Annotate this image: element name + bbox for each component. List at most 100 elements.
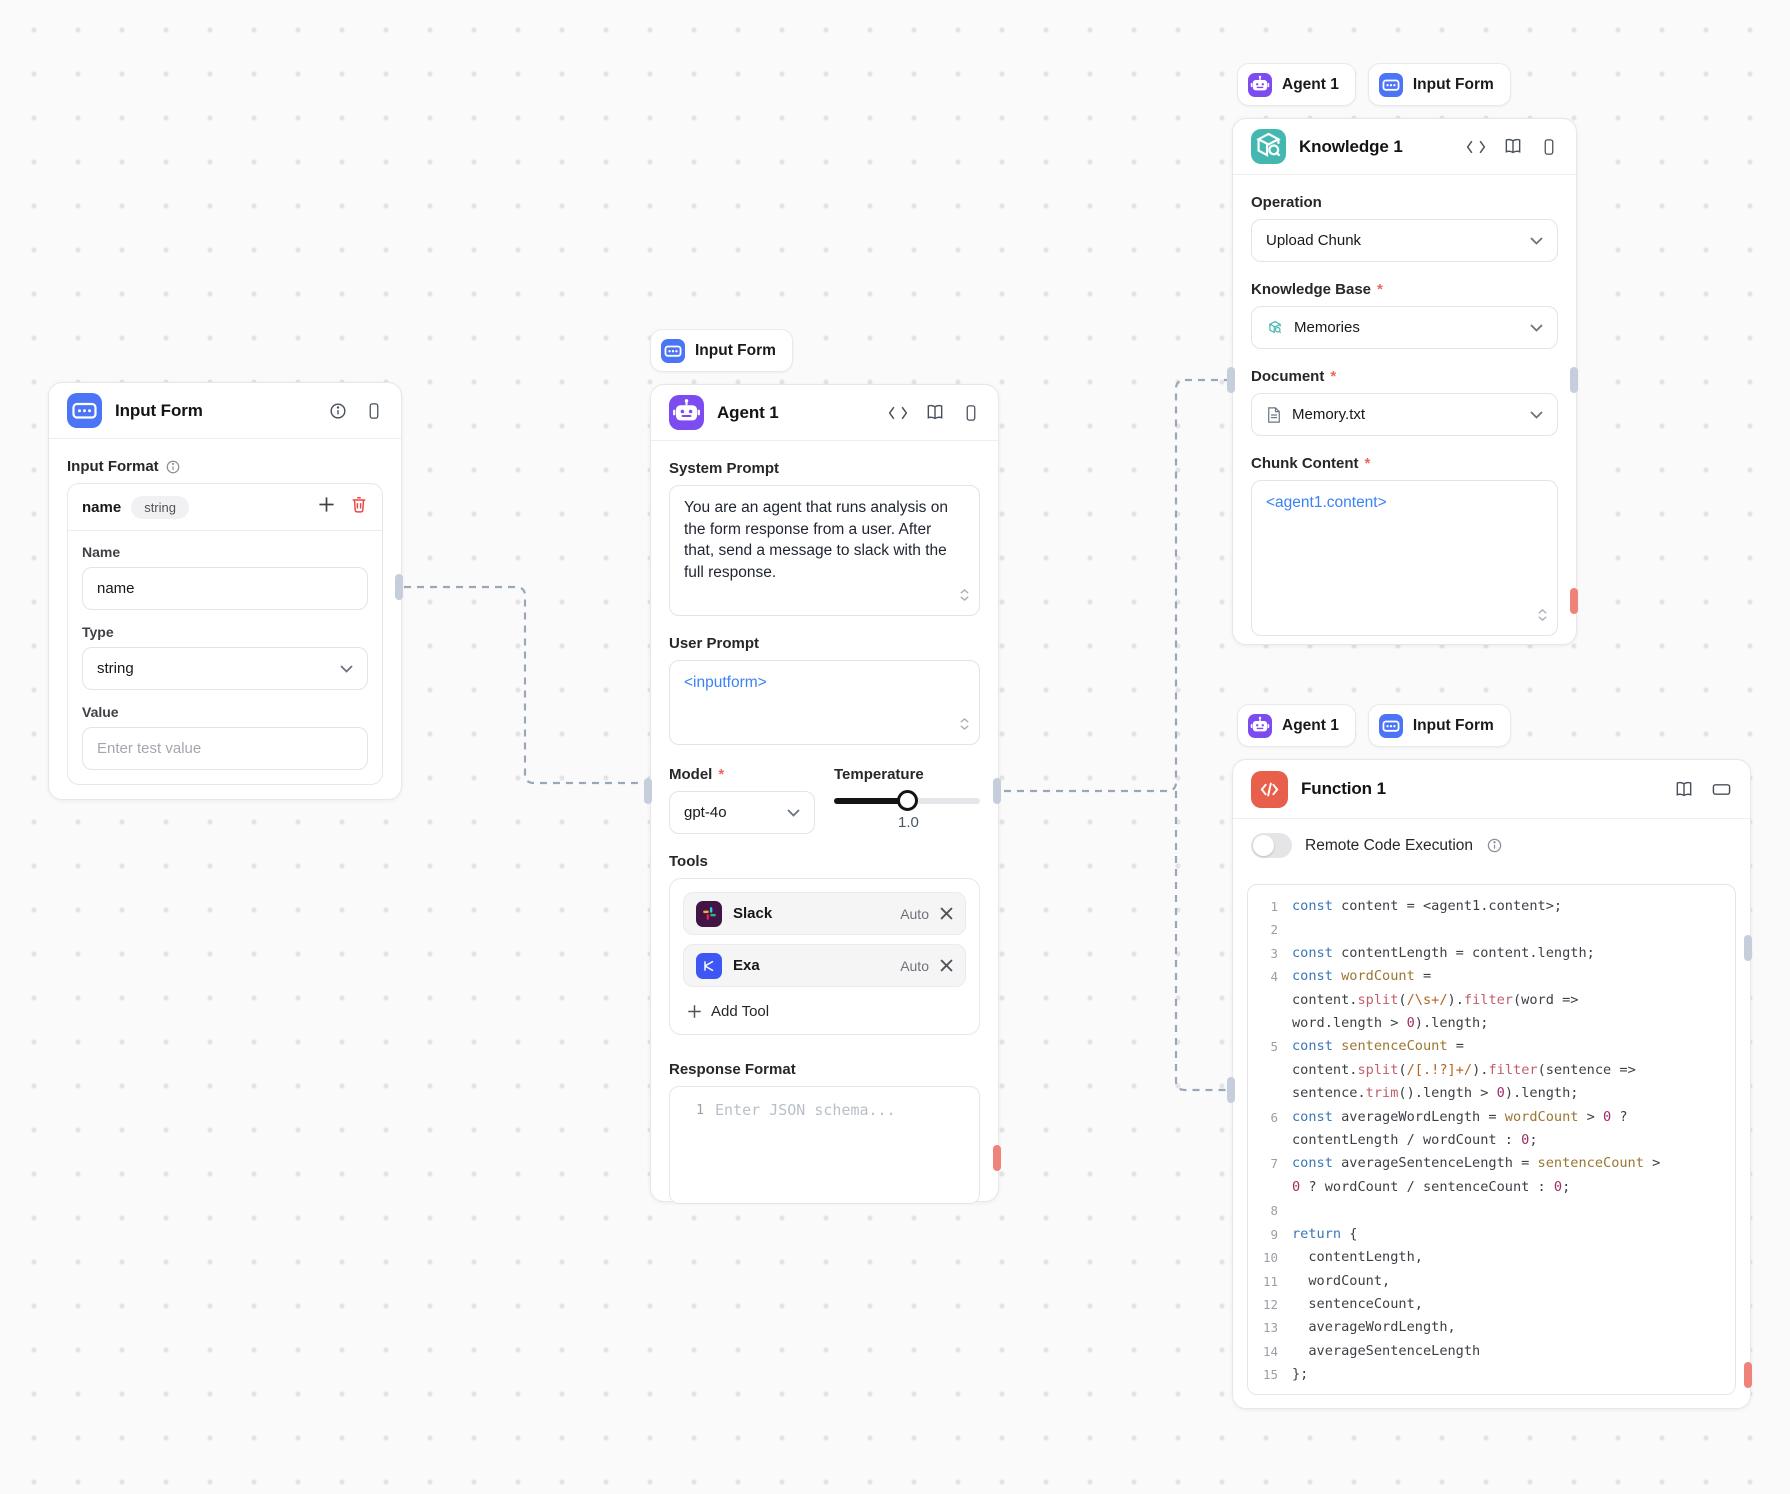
tool-row-exa[interactable]: Exa Auto xyxy=(683,944,966,987)
phone-icon[interactable] xyxy=(365,400,383,422)
plus-icon xyxy=(687,1004,702,1019)
book-icon[interactable] xyxy=(1674,780,1694,799)
remove-tool-icon[interactable] xyxy=(940,959,953,972)
knowledge-source-chips: Agent 1 Input Form xyxy=(1237,63,1511,106)
slack-icon xyxy=(696,900,722,927)
phone-icon[interactable] xyxy=(1540,136,1558,158)
value-label: Value xyxy=(82,704,119,720)
code-line: content.split(/\s+/).filter(word => xyxy=(1292,991,1579,1008)
chunk-content-label: Chunk Content* xyxy=(1251,455,1371,472)
code-line: const wordCount = xyxy=(1292,968,1432,985)
tool-name: Slack xyxy=(733,905,773,922)
chevron-down-icon xyxy=(787,808,800,817)
agent-icon xyxy=(1248,72,1272,97)
knowledge-header[interactable]: Knowledge 1 xyxy=(1233,119,1576,175)
info-icon[interactable] xyxy=(165,459,181,475)
node-title: Agent 1 xyxy=(717,402,779,422)
code-line: const contentLength = content.length; xyxy=(1292,944,1595,961)
value-input[interactable] xyxy=(97,740,353,757)
operation-select[interactable]: Upload Chunk xyxy=(1251,219,1558,262)
code-line: sentence.trim().length > 0).length; xyxy=(1292,1085,1579,1102)
edge-agent-to-knowledge xyxy=(1004,378,1228,793)
field-group: name string Name Type string xyxy=(67,483,383,785)
chip-input-form[interactable]: Input Form xyxy=(1367,704,1511,747)
port-knowledge-input[interactable] xyxy=(1227,367,1235,393)
line-number: 14 xyxy=(1262,1343,1278,1359)
chip-agent-1[interactable]: Agent 1 xyxy=(1237,704,1356,747)
chevron-down-icon xyxy=(1530,323,1543,332)
port-agent-output[interactable] xyxy=(993,778,1001,804)
code-line: wordCount, xyxy=(1292,1272,1391,1289)
tool-mode[interactable]: Auto xyxy=(900,957,929,974)
user-prompt-textarea[interactable]: <inputform> xyxy=(669,660,980,745)
code-line: averageWordLength, xyxy=(1292,1319,1456,1336)
port-function-output[interactable] xyxy=(1744,935,1752,961)
port-function-input[interactable] xyxy=(1227,1077,1235,1103)
slider-knob[interactable] xyxy=(897,790,919,811)
model-select[interactable]: gpt-4o xyxy=(669,791,815,834)
line-number: 4 xyxy=(1270,969,1278,985)
type-select[interactable]: string xyxy=(82,647,368,690)
knowledge-node[interactable]: Knowledge 1 Operation Upload Chunk Knowl… xyxy=(1232,118,1577,645)
knowledge-base-label: Knowledge Base* xyxy=(1251,281,1383,298)
resize-icon[interactable] xyxy=(1537,608,1548,627)
response-format-editor[interactable]: 1 Enter JSON schema... xyxy=(669,1086,980,1204)
knowledge-base-select[interactable]: Memories xyxy=(1251,306,1558,349)
port-knowledge-error[interactable] xyxy=(1570,588,1578,614)
chip-agent-1[interactable]: Agent 1 xyxy=(1237,63,1356,106)
type-label: Type xyxy=(82,624,114,640)
field-group-header[interactable]: name string xyxy=(68,484,382,531)
port-function-error[interactable] xyxy=(1744,1362,1752,1388)
document-select[interactable]: Memory.txt xyxy=(1251,393,1558,436)
chip-input-form[interactable]: Input Form xyxy=(1367,63,1511,106)
remote-code-execution-row: Remote Code Execution xyxy=(1251,833,1732,858)
remove-tool-icon[interactable] xyxy=(940,907,953,920)
chip-input-form[interactable]: Input Form xyxy=(650,329,793,372)
input-form-header[interactable]: Input Form xyxy=(49,383,401,439)
add-field-icon[interactable] xyxy=(318,496,335,518)
add-tool-button[interactable]: Add Tool xyxy=(683,996,966,1021)
book-icon[interactable] xyxy=(925,403,945,422)
name-input[interactable] xyxy=(97,580,353,597)
chunk-content-textarea[interactable]: <agent1.content> xyxy=(1251,480,1558,636)
input-form-node[interactable]: Input Form Input Format name string xyxy=(48,382,402,800)
model-label: Model* xyxy=(669,766,725,783)
port-inputform-output[interactable] xyxy=(395,574,403,600)
system-prompt-textarea[interactable]: You are an agent that runs analysis on t… xyxy=(669,485,980,616)
tool-row-slack[interactable]: Slack Auto xyxy=(683,892,966,935)
response-format-placeholder: Enter JSON schema... xyxy=(715,1101,896,1119)
input-format-label: Input Format xyxy=(67,458,383,475)
line-number: 8 xyxy=(1270,1203,1278,1219)
delete-field-icon[interactable] xyxy=(350,495,368,519)
code-icon[interactable] xyxy=(888,405,908,421)
agent-icon xyxy=(1248,713,1272,738)
code-icon[interactable] xyxy=(1466,139,1486,155)
system-prompt-label: System Prompt xyxy=(669,460,780,477)
resize-icon[interactable] xyxy=(959,588,970,607)
line-number: 6 xyxy=(1270,1109,1278,1125)
info-icon[interactable] xyxy=(328,401,348,421)
line-number: 9 xyxy=(1270,1226,1278,1242)
info-icon[interactable] xyxy=(1486,837,1503,854)
port-agent-input[interactable] xyxy=(644,778,652,804)
phone-icon[interactable] xyxy=(962,402,980,424)
line-number: 13 xyxy=(1262,1320,1278,1336)
code-line: const averageWordLength = wordCount > 0 … xyxy=(1292,1108,1628,1125)
agent-node[interactable]: Agent 1 System Prompt You are an agent t… xyxy=(650,384,999,1204)
resize-icon[interactable] xyxy=(959,717,970,736)
agent-header[interactable]: Agent 1 xyxy=(651,385,998,441)
port-agent-error[interactable] xyxy=(993,1145,1001,1171)
port-knowledge-output[interactable] xyxy=(1570,367,1578,393)
window-icon[interactable] xyxy=(1711,781,1732,798)
temperature-slider[interactable] xyxy=(834,790,980,811)
function-header[interactable]: Function 1 xyxy=(1233,760,1750,819)
code-line: const sentenceCount = xyxy=(1292,1038,1464,1055)
tool-mode[interactable]: Auto xyxy=(900,905,929,922)
book-icon[interactable] xyxy=(1503,137,1523,156)
remote-code-execution-toggle[interactable] xyxy=(1251,833,1292,858)
function-icon xyxy=(1251,770,1288,808)
